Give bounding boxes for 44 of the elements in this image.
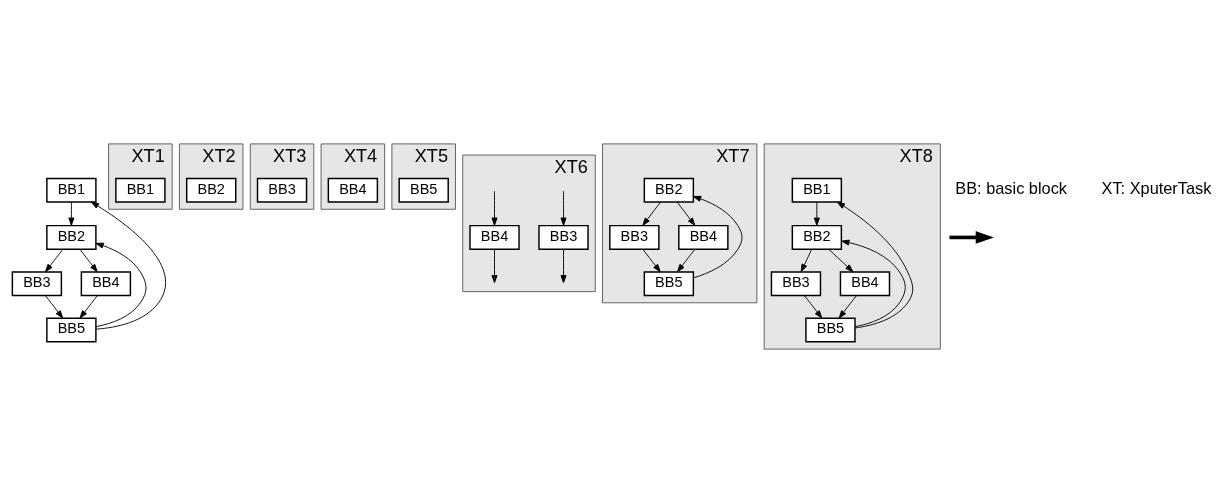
node-box: BB2 bbox=[791, 224, 843, 250]
arrow bbox=[693, 195, 743, 278]
node-box: BB1 bbox=[115, 177, 166, 203]
node-box: BB5 bbox=[46, 317, 97, 343]
node-box: BB2 bbox=[46, 224, 97, 250]
node-box: BB3 bbox=[256, 177, 308, 203]
arrow bbox=[79, 248, 98, 272]
node-box: BB3 bbox=[11, 270, 63, 296]
arrow bbox=[68, 201, 75, 226]
arrow bbox=[45, 248, 64, 272]
arrow bbox=[677, 248, 696, 272]
arrow bbox=[491, 248, 498, 283]
arrow bbox=[800, 248, 813, 272]
node-box: BB5 bbox=[643, 270, 695, 296]
arrow bbox=[828, 248, 854, 272]
node-box: BB1 bbox=[791, 177, 843, 203]
node-box: BB4 bbox=[327, 177, 379, 203]
arrow bbox=[491, 190, 498, 226]
arrow bbox=[676, 201, 696, 226]
label: BB: basic block bbox=[955, 178, 1067, 197]
arrow bbox=[560, 248, 567, 283]
node-box: BB2 bbox=[185, 177, 237, 203]
arrow bbox=[642, 248, 661, 272]
node-box: BB5 bbox=[398, 177, 449, 203]
arrow bbox=[79, 294, 98, 318]
arrow bbox=[44, 294, 64, 318]
node-box: BB4 bbox=[678, 224, 729, 250]
node-box: BB5 bbox=[805, 317, 856, 343]
arrow bbox=[560, 190, 567, 226]
label: XT: XputerTask bbox=[1101, 178, 1212, 197]
arrow bbox=[804, 294, 823, 318]
arrow bbox=[90, 201, 166, 330]
arrow bbox=[838, 294, 857, 318]
node-box: BB3 bbox=[770, 270, 822, 296]
node-box: BB3 bbox=[609, 224, 660, 250]
node-box: BB4 bbox=[839, 270, 891, 296]
node-box: BB3 bbox=[538, 224, 589, 250]
arrow bbox=[95, 242, 147, 327]
node-box: BB1 bbox=[46, 177, 97, 203]
node-box: BB4 bbox=[469, 224, 520, 250]
node-box: BB4 bbox=[80, 270, 132, 296]
node-box: BB2 bbox=[643, 177, 695, 203]
arrow bbox=[642, 201, 661, 226]
arrow bbox=[813, 201, 820, 226]
